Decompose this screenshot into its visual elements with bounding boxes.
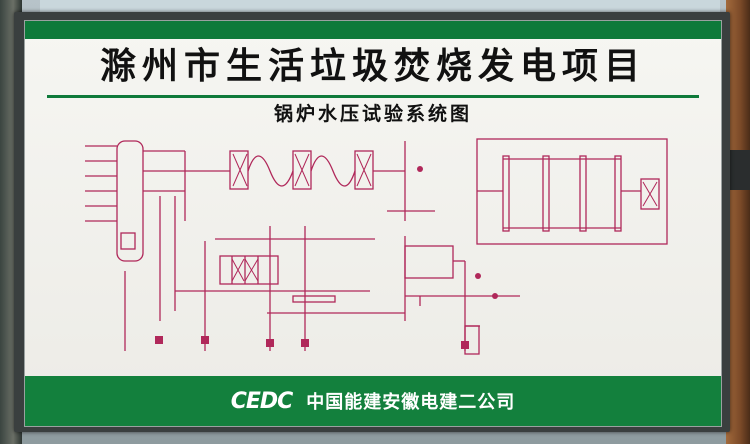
economizer — [219, 255, 279, 285]
drain-valve-1 — [155, 336, 163, 344]
aux-tube-2 — [542, 155, 550, 232]
drain-valve-3 — [266, 339, 274, 347]
aux-tube-1 — [502, 155, 510, 232]
footer-band: CEDC 中国能建安徽电建二公司 — [25, 376, 721, 426]
company-logo: CEDC — [230, 388, 294, 414]
gauge-2 — [475, 273, 481, 279]
sky — [40, 0, 720, 14]
sign-panel: 滁州市生活垃圾焚烧发电项目 锅炉水压试验系统图 — [24, 20, 722, 427]
drain-valve-5 — [461, 341, 469, 349]
aux-vessel — [640, 178, 660, 210]
steam-drum — [116, 140, 144, 262]
aux-tube-4 — [614, 155, 622, 232]
diagram-subtitle: 锅炉水压试验系统图 — [273, 103, 472, 125]
right-pole-band — [726, 150, 750, 190]
drain-valve-4 — [301, 339, 309, 347]
company-name: 中国能建安徽电建二公司 — [306, 392, 516, 413]
right-pole — [726, 0, 750, 444]
gauge-3 — [492, 293, 498, 299]
top-green-band — [25, 21, 721, 39]
aux-tube-3 — [579, 155, 587, 232]
project-title: 滁州市生活垃圾焚烧发电项目 — [99, 46, 646, 87]
drum-internal — [120, 232, 136, 250]
valve-station-2 — [464, 325, 480, 355]
superheater-3 — [354, 150, 374, 190]
hydraulic-test-schematic — [85, 138, 668, 355]
title-divider — [47, 95, 699, 98]
header-pipe — [292, 295, 336, 303]
gauge-1 — [417, 166, 423, 172]
drain-valve-2 — [201, 336, 209, 344]
valve-station-1 — [404, 245, 454, 279]
